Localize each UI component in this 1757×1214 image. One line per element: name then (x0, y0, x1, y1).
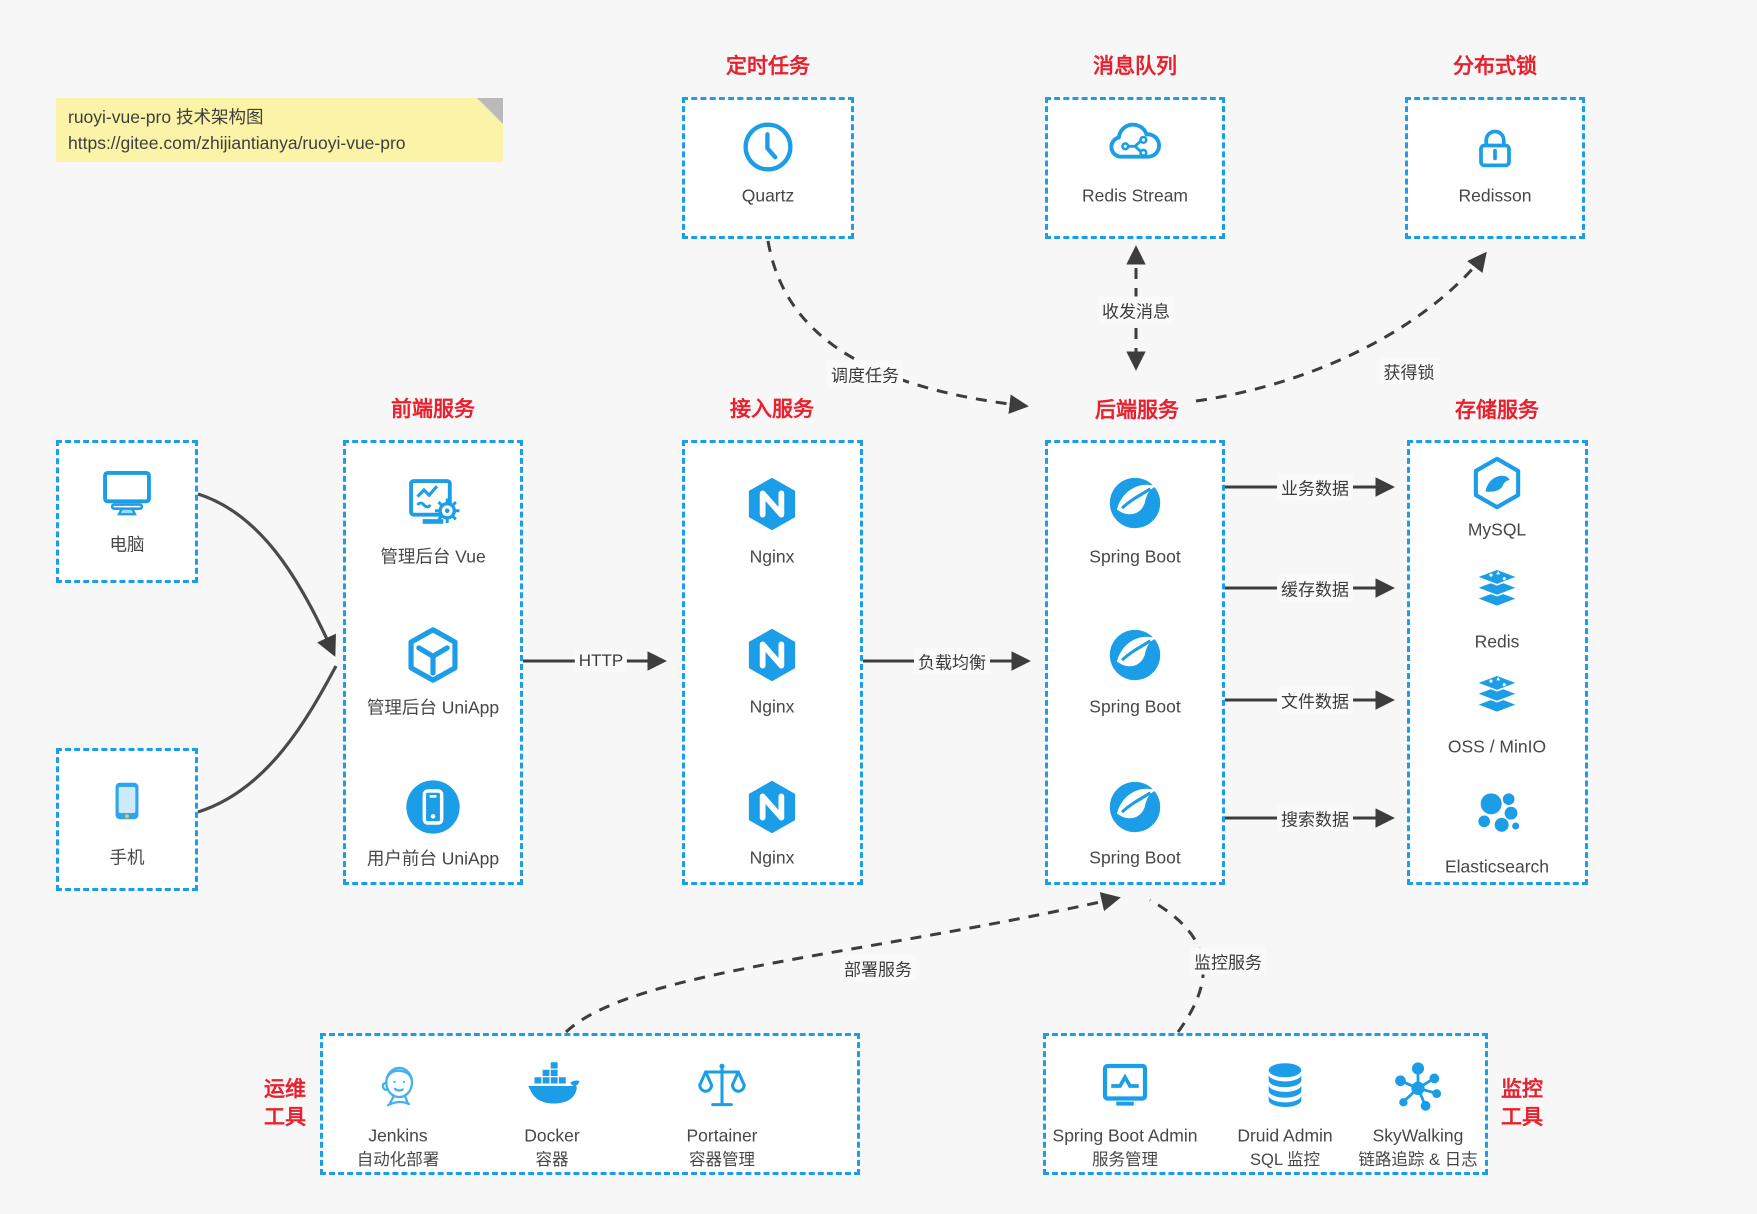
phone-label: 手机 (109, 847, 145, 868)
elasticsearch-label: Elasticsearch (1444, 856, 1550, 877)
edge-label-search-data: 搜索数据 (1277, 804, 1353, 832)
smartphone-icon (102, 776, 152, 826)
portainer-scales-icon (694, 1058, 750, 1114)
title-monitor-line1: 监控 (1501, 1078, 1543, 1101)
portainer-label: Portainer (686, 1125, 758, 1146)
frontend-uniapp-user-label: 用户前台 UniApp (366, 848, 500, 869)
spring-boot-label-3: Spring Boot (1089, 847, 1181, 868)
jenkins-desc: 自动化部署 (356, 1151, 440, 1169)
mysql-label: MySQL (1467, 519, 1527, 540)
title-gateway: 接入服务 (730, 398, 814, 421)
title-distributed-lock: 分布式锁 (1453, 55, 1537, 78)
edge-label-cache-data: 缓存数据 (1277, 574, 1353, 602)
spring-boot-icon (1104, 624, 1166, 686)
nginx-icon (742, 474, 802, 534)
title-storage: 存储服务 (1455, 399, 1539, 422)
edge-label-monitor: 监控服务 (1190, 947, 1266, 975)
jenkins-icon (370, 1058, 426, 1114)
frontend-vue-label: 管理后台 Vue (380, 546, 486, 567)
edge-acquire-lock (1195, 251, 1487, 403)
redisson-label: Redisson (1458, 185, 1532, 206)
clock-icon (739, 118, 797, 176)
edge-pc-to-frontend (197, 492, 336, 657)
docker-icon (522, 1056, 582, 1116)
druid-admin-desc: SQL 监控 (1250, 1151, 1320, 1169)
nginx-icon (742, 777, 802, 837)
note-line2: https://gitee.com/zhijiantianya/ruoyi-vu… (68, 133, 406, 153)
title-message-queue: 消息队列 (1093, 55, 1177, 78)
title-scheduled-task: 定时任务 (726, 55, 810, 78)
docker-label: Docker (524, 1125, 580, 1146)
redis-label: Redis (1474, 631, 1520, 652)
title-frontend: 前端服务 (391, 398, 475, 421)
uniapp-cube-icon (402, 624, 464, 686)
title-monitor-line2: 工具 (1501, 1106, 1543, 1129)
edge-phone-to-frontend (197, 665, 338, 814)
docker-desc: 容器 (535, 1151, 569, 1169)
title-ops-line2: 工具 (264, 1106, 306, 1129)
vue-admin-icon (402, 472, 464, 534)
skywalking-icon (1390, 1058, 1446, 1114)
portainer-desc: 容器管理 (689, 1151, 755, 1169)
pc-label: 电脑 (109, 534, 145, 555)
title-ops-tools: 运维 工具 (264, 1076, 306, 1132)
nginx-icon (742, 625, 802, 685)
lock-icon (1467, 121, 1523, 177)
nginx-label-3: Nginx (749, 847, 795, 868)
nginx-label-1: Nginx (749, 546, 795, 567)
sticky-note: ruoyi-vue-pro 技术架构图 https://gitee.com/zh… (56, 98, 503, 162)
elasticsearch-icon (1469, 784, 1525, 840)
edge-label-send-receive: 收发消息 (1098, 296, 1174, 324)
cloud-stream-icon (1104, 114, 1166, 176)
spring-boot-icon (1104, 472, 1166, 534)
title-backend: 后端服务 (1095, 399, 1179, 422)
title-monitor-tools: 监控 工具 (1501, 1076, 1543, 1132)
edge-label-deploy: 部署服务 (840, 954, 916, 982)
box-message-queue (1045, 97, 1225, 239)
druid-admin-label: Druid Admin (1237, 1125, 1333, 1146)
spring-boot-label-1: Spring Boot (1089, 546, 1181, 567)
skywalking-label: SkyWalking (1372, 1125, 1464, 1146)
frontend-uniapp-admin-label: 管理后台 UniApp (366, 697, 500, 718)
redis-stack-icon (1468, 563, 1526, 621)
edge-label-acquire-lock: 获得锁 (1379, 357, 1439, 385)
mysql-icon (1468, 454, 1526, 512)
box-distributed-lock (1405, 97, 1585, 239)
spring-boot-icon (1104, 776, 1166, 838)
pc-monitor-icon (96, 460, 158, 522)
skywalking-desc: 链路追踪 & 日志 (1358, 1151, 1478, 1169)
spring-boot-admin-icon (1095, 1056, 1155, 1116)
edge-label-load-balance: 负载均衡 (914, 647, 990, 675)
title-ops-line1: 运维 (264, 1078, 306, 1101)
edge-label-file-data: 文件数据 (1277, 686, 1353, 714)
edge-label-schedule-task: 调度任务 (827, 360, 903, 388)
user-app-icon (401, 775, 465, 839)
edge-label-biz-data: 业务数据 (1277, 473, 1353, 501)
note-fold-corner (477, 98, 503, 124)
spring-boot-admin-desc: 服务管理 (1092, 1151, 1158, 1169)
nginx-label-2: Nginx (749, 696, 795, 717)
spring-boot-label-2: Spring Boot (1089, 696, 1181, 717)
oss-minio-label: OSS / MinIO (1447, 736, 1547, 757)
oss-minio-icon (1468, 669, 1526, 727)
jenkins-label: Jenkins (368, 1125, 428, 1146)
edge-label-http: HTTP (574, 650, 628, 672)
quartz-label: Quartz (741, 185, 795, 206)
spring-boot-admin-label: Spring Boot Admin (1052, 1125, 1198, 1146)
redis-stream-label: Redis Stream (1081, 185, 1189, 206)
box-phone-client (56, 748, 198, 891)
note-line1: ruoyi-vue-pro 技术架构图 (68, 107, 264, 127)
druid-database-icon (1257, 1058, 1313, 1114)
